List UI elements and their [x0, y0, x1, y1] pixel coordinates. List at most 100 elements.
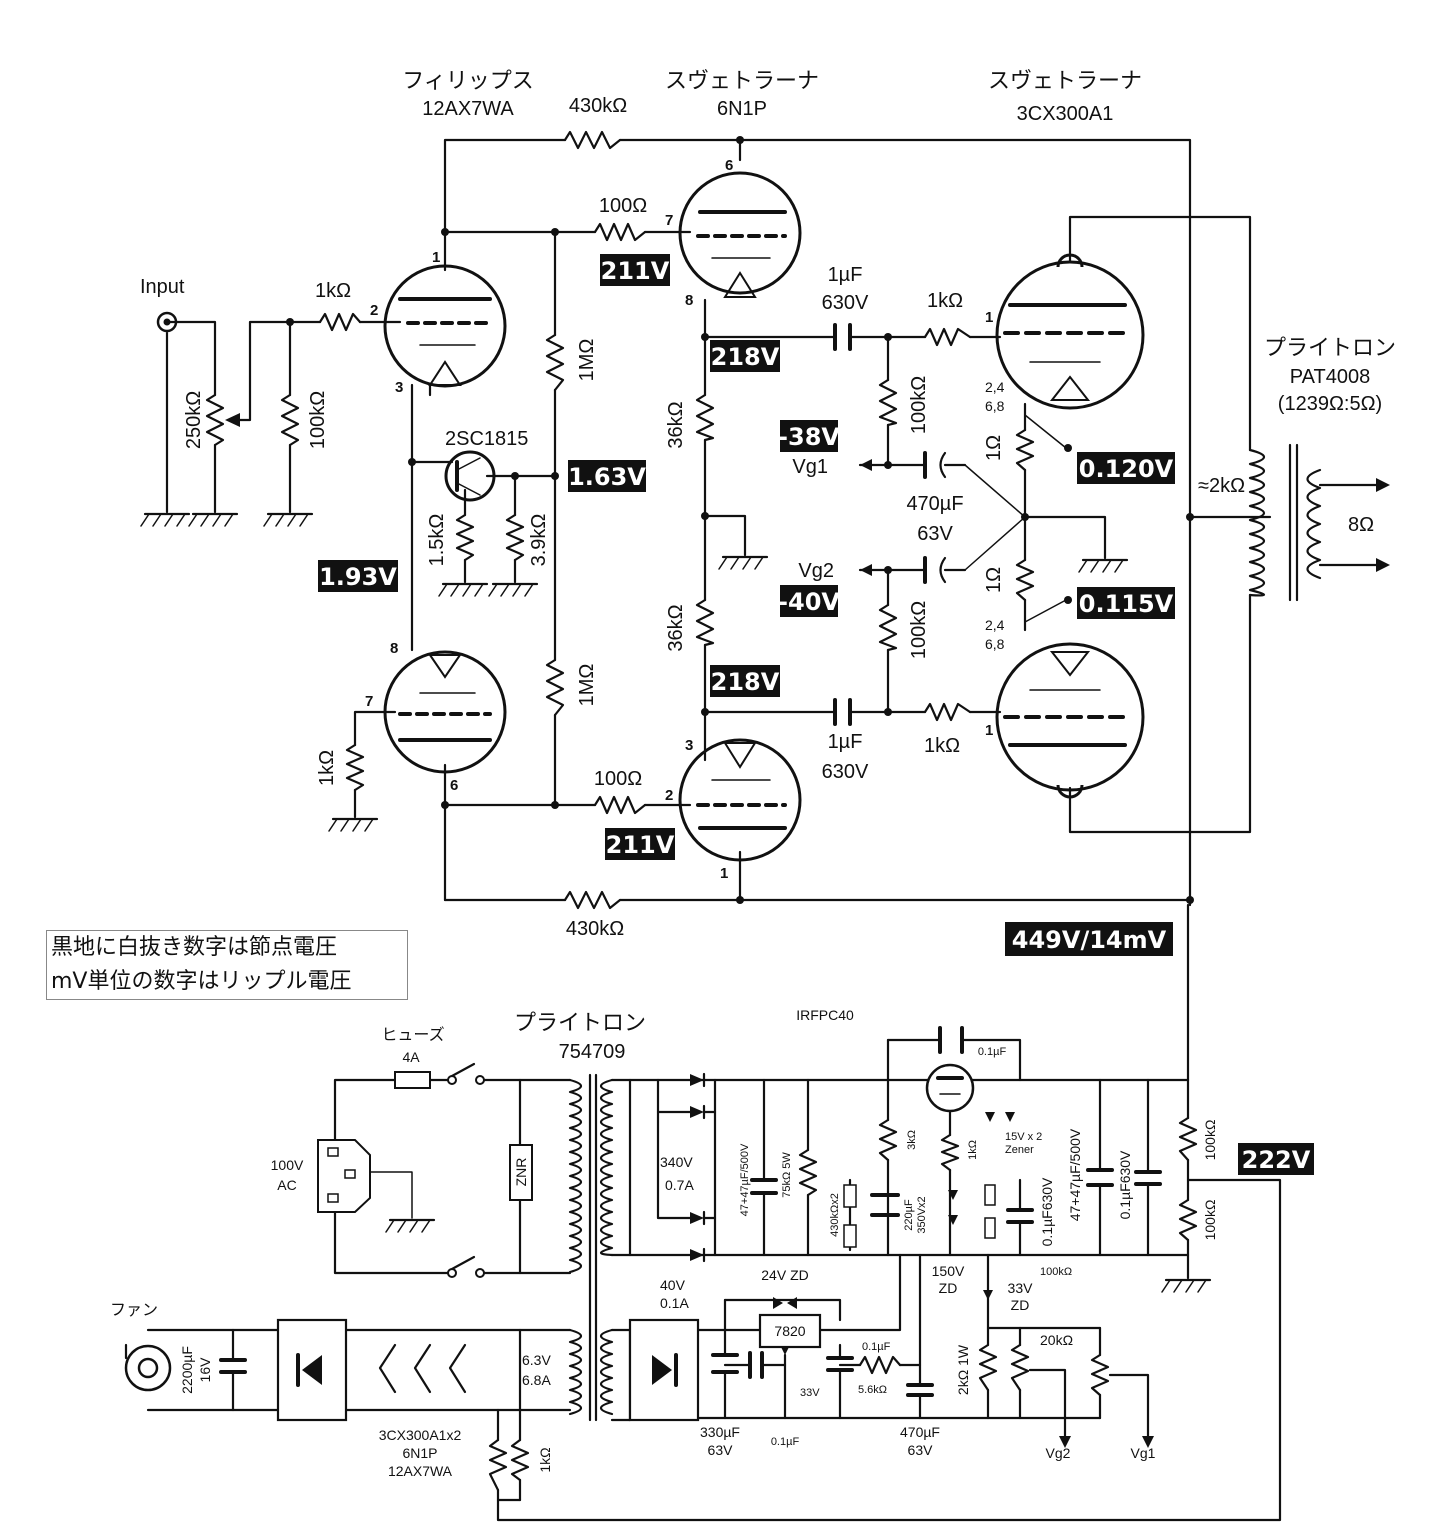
- voltage-1-93: 1.93V: [319, 563, 397, 591]
- fan-label: ファン: [110, 1300, 158, 1319]
- heater-voltage: 6.3V: [522, 1352, 551, 1368]
- zd33-label-2: ZD: [1011, 1297, 1030, 1313]
- r100k-g1-label: 100kΩ: [908, 376, 930, 434]
- pin-v2b-2: 2: [665, 787, 673, 804]
- hv-current: 0.7A: [665, 1177, 694, 1193]
- voltage-222: 222V: [1242, 1146, 1311, 1174]
- r1m-top-label: 1MΩ: [576, 339, 598, 382]
- c01-gate-label: 0.1µF: [978, 1046, 1007, 1058]
- pin-v1b-8: 8: [390, 640, 398, 657]
- component-labels: Input 430kΩ 430kΩ 100Ω 100Ω 1kΩ 1kΩ 1kΩ …: [140, 95, 1005, 940]
- znr-label: ZNR: [513, 1158, 529, 1187]
- r1k-heater-label: 1kΩ: [537, 1447, 553, 1472]
- r250k-label: 250kΩ: [183, 391, 205, 449]
- vg2-amp-label: Vg2: [798, 560, 834, 582]
- zd24-label: 24V ZD: [761, 1267, 808, 1283]
- r1ohm-top-label: 1Ω: [983, 435, 1005, 461]
- input-label: Input: [140, 276, 185, 298]
- c1u-bottom-label: 1µF: [828, 731, 863, 753]
- tube-v3b: [995, 596, 1145, 799]
- heater-tubes-3: 12AX7WA: [388, 1463, 453, 1479]
- pin-v2a-7: 7: [665, 212, 673, 229]
- fuse-rating: 4A: [402, 1049, 420, 1065]
- r1ohm-bottom-label: 1Ω: [983, 567, 1005, 593]
- r36k-bottom-label: 36kΩ: [665, 604, 687, 651]
- mosfet-label: IRFPC40: [796, 1007, 854, 1023]
- pin-v1a-1: 1: [432, 249, 440, 266]
- tube-v1a: [383, 264, 507, 397]
- voltage-0-115: 0.115V: [1079, 590, 1174, 618]
- pin24-top: 2,4: [985, 379, 1005, 395]
- r1m-bottom-label: 1MΩ: [576, 664, 598, 707]
- pin-v2b-3: 3: [685, 737, 693, 754]
- zd150-label-2: ZD: [939, 1280, 958, 1296]
- lv-current: 0.1A: [660, 1295, 689, 1311]
- vg2-psu-label: Vg2: [1046, 1445, 1071, 1461]
- c63-label: 63V: [917, 523, 953, 545]
- voltage-211-top: 211V: [601, 257, 670, 285]
- regulator-label: 7820: [774, 1323, 805, 1339]
- r100k-div-top-label: 100kΩ: [1202, 1120, 1218, 1161]
- psu-labels: ヒューズ 4A プライトロン 754709 100V AC ZNR 340V 0…: [110, 1007, 1218, 1479]
- vg1-amp-label: Vg1: [792, 456, 828, 478]
- r2k1w-label: 2kΩ 1W: [955, 1344, 971, 1395]
- voltage-annotations: 211V 218V 1.63V 1.93V -38V -40V 0.120V 0…: [318, 254, 1314, 1175]
- c220-label: 220µF: [903, 1199, 915, 1231]
- tube-v2a: [678, 171, 802, 298]
- c-hv2-label: 47+47µF/500V: [1067, 1128, 1083, 1221]
- pin68-top: 6,8: [985, 398, 1005, 414]
- c220v-label: 350Vx2: [916, 1196, 928, 1233]
- legend-note-line-1: 黒地に白抜き数字は節点電圧: [51, 935, 338, 960]
- pin-v3b-1: 1: [985, 722, 993, 739]
- voltage-218-top: 218V: [711, 343, 780, 371]
- legend-note: 黒地に白抜き数字は節点電圧 mV単位の数字はリップル電圧: [46, 930, 408, 1000]
- voltage-b-plus: 449V/14mV: [1012, 926, 1167, 954]
- c-hv1-label: 47+47µF/500V: [739, 1143, 751, 1216]
- r5-6k-label: 5.6kΩ: [858, 1384, 887, 1396]
- amp-capacitors: [833, 323, 947, 726]
- mains-voltage: 100V: [271, 1157, 304, 1173]
- transistor-label: 2SC1815: [445, 428, 528, 450]
- pt-maker: プライトロン: [514, 1011, 646, 1036]
- ot-impedance: ≈2kΩ: [1198, 475, 1245, 497]
- pin-v1b-6: 6: [450, 777, 458, 794]
- resistors: [205, 130, 1035, 910]
- c01-630-label: 0.1µF630V: [1039, 1177, 1055, 1246]
- c470b-label: 470µF: [900, 1424, 940, 1440]
- power-supply-parts: [124, 1026, 1212, 1492]
- c01-reg-label: 0.1µF: [862, 1341, 891, 1353]
- v1-type: 12AX7WA: [422, 98, 514, 120]
- r36k-top-label: 36kΩ: [665, 401, 687, 448]
- speaker-load: 8Ω: [1348, 514, 1374, 536]
- pin-v1a-3: 3: [395, 379, 403, 396]
- v2-type: 6N1P: [717, 98, 767, 120]
- r20k-label: 20kΩ: [1040, 1332, 1073, 1348]
- r3-9k-label: 3.9kΩ: [528, 514, 550, 567]
- pin-v1a-2: 2: [370, 302, 378, 319]
- c2200v-label: 16V: [197, 1357, 213, 1383]
- voltage-minus-40: -40V: [778, 588, 840, 616]
- voltage-0-120: 0.120V: [1079, 455, 1174, 483]
- r1k-v1b-label: 1kΩ: [316, 750, 338, 786]
- vg1-psu-label: Vg1: [1131, 1445, 1156, 1461]
- r75k-label: 75kΩ 5W: [781, 1152, 793, 1198]
- c470bv-label: 63V: [908, 1442, 934, 1458]
- c01-630b-label: 0.1µF630V: [1117, 1150, 1133, 1219]
- r430k-bottom-label: 430kΩ: [566, 918, 624, 940]
- r100k-div-bottom-label: 100kΩ: [1202, 1200, 1218, 1241]
- tube-v1b: [383, 650, 507, 774]
- r1k-gate-label: 1kΩ: [967, 1140, 979, 1160]
- pin-numbers: 1 2 3 8 7 6 6 7 8 3 2 1 1 1: [365, 157, 993, 882]
- r100k-g2-label: 100kΩ: [908, 601, 930, 659]
- voltage-minus-38: -38V: [778, 423, 840, 451]
- pin-v2a-8: 8: [685, 292, 693, 309]
- r1k-grid-label: 1kΩ: [315, 280, 351, 302]
- c630-top-label: 630V: [822, 292, 869, 314]
- lv-voltage: 40V: [660, 1277, 686, 1293]
- v1-maker: フィリップス: [402, 69, 534, 94]
- pt-model: 754709: [559, 1041, 626, 1063]
- zd150-label: 150V: [932, 1263, 965, 1279]
- v3-maker: スヴェトラーナ: [988, 69, 1142, 94]
- r100-top-label: 100Ω: [599, 195, 647, 217]
